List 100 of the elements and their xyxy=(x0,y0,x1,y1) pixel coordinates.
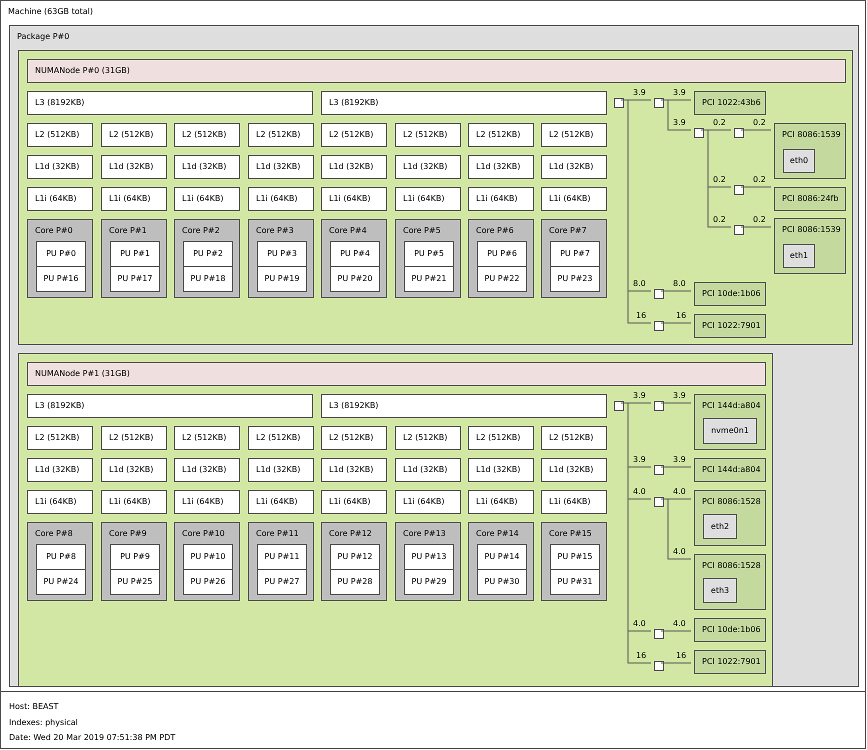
box-title: Core P#1 xyxy=(109,226,147,236)
pu-box xyxy=(477,569,527,595)
box-title: Core P#2 xyxy=(182,226,220,236)
box-label: L1d (32KB) xyxy=(182,162,226,172)
box-label: L1i (64KB) xyxy=(329,194,370,204)
box-title: Core P#12 xyxy=(329,529,372,539)
box-label: L2 (512KB) xyxy=(476,130,520,140)
cache-box xyxy=(395,123,461,147)
pu-box xyxy=(257,241,307,267)
box-label: PU P#16 xyxy=(42,274,80,284)
bridge-square xyxy=(654,465,664,475)
box-label: PU P#20 xyxy=(336,274,374,284)
box-label: L1i (64KB) xyxy=(256,497,298,507)
box-title: Package P#0 xyxy=(17,32,70,42)
box-label: L2 (512KB) xyxy=(256,433,300,443)
os-device-box xyxy=(703,578,737,603)
core-box xyxy=(541,522,607,601)
core-box xyxy=(395,219,461,298)
pci-device-box xyxy=(694,394,766,450)
pu-box xyxy=(550,266,600,292)
connector-line xyxy=(660,402,692,404)
box-label: PU P#24 xyxy=(42,577,80,587)
cache-box xyxy=(541,426,607,450)
box-title: PCI 8086:1539 xyxy=(782,225,841,235)
box-label: PU P#10 xyxy=(190,552,226,562)
pu-box xyxy=(404,569,454,595)
edge-label: 0.2 xyxy=(752,175,767,185)
box-label: L2 (512KB) xyxy=(109,130,154,140)
pu-box xyxy=(183,544,233,570)
pu-box xyxy=(110,569,160,595)
cache-box xyxy=(248,490,314,514)
core-box xyxy=(27,522,93,601)
edge-label: 3.9 xyxy=(632,88,647,98)
pci-device-box xyxy=(694,650,766,674)
box-label: PU P#25 xyxy=(116,577,154,587)
connector-line xyxy=(740,186,772,188)
edge-label: 3.9 xyxy=(632,391,647,401)
box-label: PU P#11 xyxy=(264,552,300,562)
pu-box xyxy=(404,266,454,292)
bridge-square xyxy=(734,185,744,195)
box-label: PU P#19 xyxy=(264,274,300,284)
box-label: PCI 1022:43b6 xyxy=(702,98,761,108)
cache-box xyxy=(468,187,534,211)
os-device-box xyxy=(783,244,815,268)
cache-box xyxy=(321,123,387,147)
box-label: L1i (64KB) xyxy=(549,194,590,204)
cache-box xyxy=(541,490,607,514)
box-title: Core P#11 xyxy=(256,529,299,539)
bridge-square xyxy=(654,98,664,108)
box-label: PU P#22 xyxy=(484,274,520,284)
cache-box xyxy=(395,458,461,482)
box-label: L2 (512KB) xyxy=(182,130,226,140)
box-label: L1d (32KB) xyxy=(35,465,80,475)
core-box xyxy=(321,219,387,298)
box-label: PU P#12 xyxy=(336,552,374,562)
cache-box xyxy=(27,123,93,147)
edge-label: 0.2 xyxy=(712,118,727,128)
box-label: L1i (64KB) xyxy=(109,497,150,507)
cache-box xyxy=(174,490,240,514)
info-text: Host: BEAST xyxy=(9,702,58,712)
box-label: PCI 144d:a804 xyxy=(702,465,761,475)
box-label: L1d (32KB) xyxy=(256,465,300,475)
cache-box xyxy=(395,155,461,179)
numa-node-panel xyxy=(18,353,773,687)
pci-device-box xyxy=(774,123,846,179)
box-label: eth0 xyxy=(788,156,810,166)
cache-box xyxy=(174,187,240,211)
core-box xyxy=(395,522,461,601)
info-text: Indexes: physical xyxy=(9,718,78,728)
edge-label: 3.9 xyxy=(672,455,687,465)
box-label: PU P#9 xyxy=(119,552,151,562)
pu-box xyxy=(550,569,600,595)
core-box xyxy=(174,219,240,298)
cache-box xyxy=(321,490,387,514)
edge-label: 16 xyxy=(675,651,688,661)
box-title: PCI 8086:1528 xyxy=(702,497,761,507)
box-label: PCI 1022:7901 xyxy=(702,657,761,667)
cache-box xyxy=(395,426,461,450)
connector-line xyxy=(740,226,772,228)
box-label: PCI 10de:1b06 xyxy=(702,625,761,635)
box-label: PU P#2 xyxy=(192,249,224,259)
pu-box xyxy=(110,241,160,267)
box-label: L3 (8192KB) xyxy=(35,401,84,411)
bridge-square xyxy=(654,289,664,299)
box-label: PU P#3 xyxy=(266,249,298,259)
bridge-square xyxy=(654,321,664,331)
edge-label: 16 xyxy=(675,311,688,321)
box-label: L2 (512KB) xyxy=(329,433,374,443)
box-label: L2 (512KB) xyxy=(256,130,300,140)
box-label: L1i (64KB) xyxy=(403,194,444,204)
box-label: PU P#30 xyxy=(484,577,520,587)
box-label: L1i (64KB) xyxy=(35,497,76,507)
box-label: L2 (512KB) xyxy=(549,130,594,140)
cache-box xyxy=(321,426,387,450)
box-label: nvme0n1 xyxy=(710,426,750,436)
cache-box xyxy=(248,123,314,147)
box-label: PCI 10de:1b06 xyxy=(702,289,761,299)
cache-box xyxy=(468,155,534,179)
pu-box xyxy=(110,544,160,570)
box-title: Core P#4 xyxy=(329,226,367,236)
